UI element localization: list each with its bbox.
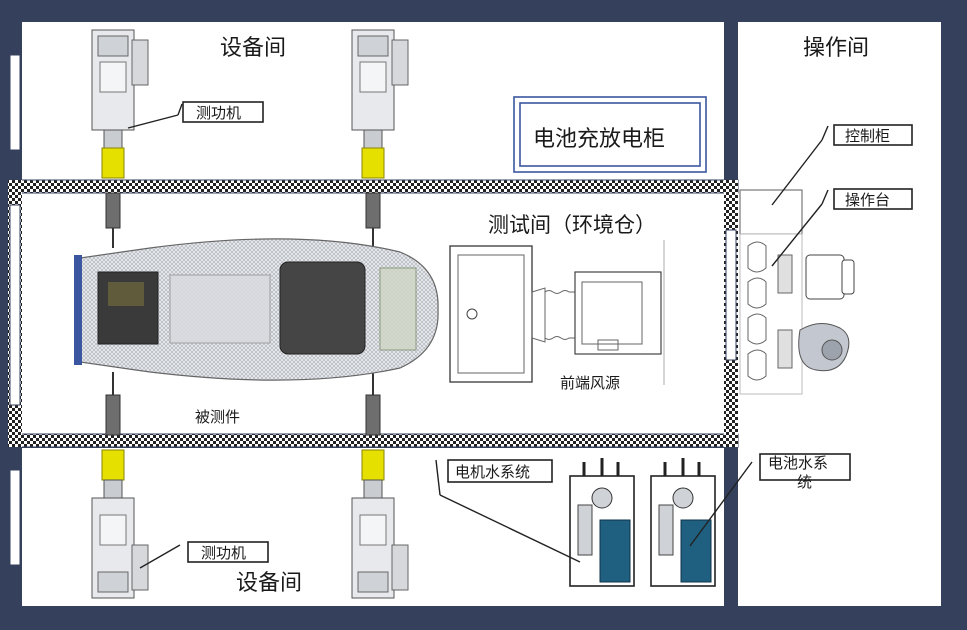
front-fan-label: 前端风源 [560, 374, 620, 392]
motor-water-system [569, 458, 635, 587]
motor-water-label: 电机水系统 [455, 463, 530, 481]
operation-room-title: 操作间 [803, 36, 869, 61]
test-vehicle [74, 238, 439, 381]
callout-dyno-top: 测功机 [127, 101, 264, 129]
dyno-bottom-label: 测功机 [201, 544, 246, 562]
dynamometer-top-left [91, 29, 149, 229]
callout-console: 操作台 [771, 188, 913, 267]
drive-shafts [112, 228, 374, 395]
battery-water-label-line1: 电池水系 [768, 454, 828, 472]
equipment-room-top-title: 设备间 [220, 36, 286, 61]
equipment-room-bottom-title: 设备间 [236, 571, 302, 596]
callout-battery-water: 电池水系 统 [689, 453, 851, 547]
front-fan [449, 240, 665, 385]
control-cabinet [739, 189, 803, 235]
callout-control-cabinet: 控制柜 [771, 124, 913, 206]
battery-cabinet-box: 电池充放电柜 [513, 96, 707, 173]
battery-water-label-line2: 统 [797, 473, 812, 491]
battery-water-system [650, 458, 716, 587]
console-label: 操作台 [845, 191, 890, 209]
dynamometer-bottom-left [91, 394, 149, 599]
dynamometer-bottom-right [351, 394, 409, 599]
callout-dyno-bottom: 测功机 [139, 541, 269, 569]
control-cabinet-label: 控制柜 [845, 127, 890, 145]
test-chamber-title: 测试间（环境仓） [488, 213, 656, 237]
dyno-top-label: 测功机 [196, 104, 241, 122]
operation-console [739, 233, 855, 395]
callout-motor-water: 电机水系统 [435, 459, 581, 563]
test-vehicle-label: 被测件 [195, 408, 240, 426]
battery-cabinet-label: 电池充放电柜 [533, 127, 665, 152]
dynamometer-top-right [351, 29, 409, 229]
